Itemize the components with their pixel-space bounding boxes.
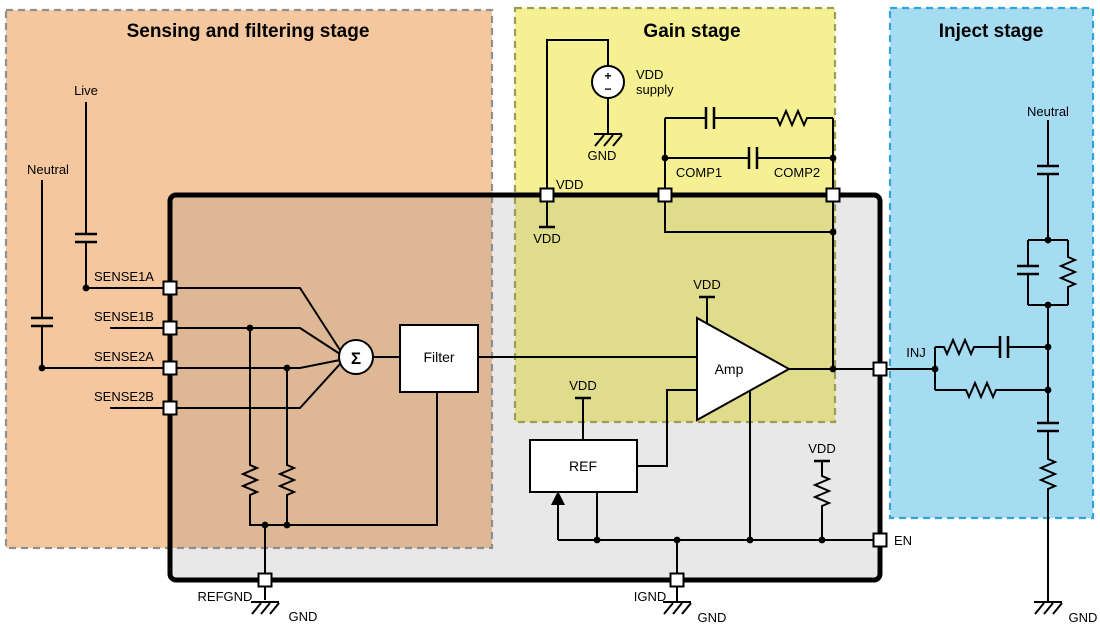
junction-dots [38, 154, 1052, 544]
inj-pin-label: INJ [906, 345, 926, 360]
gain-stage-border [513, 6, 837, 424]
vdd-rail-bars [539, 225, 830, 463]
ignd-gnd-label: GND [698, 610, 727, 625]
ref-enable-arrowhead [551, 491, 565, 505]
ignd-ground-icon [662, 601, 692, 615]
inject-ground-icon [1033, 601, 1063, 615]
sense1b-label: SENSE1B [94, 309, 154, 324]
pullup-vdd-label: VDD [808, 441, 835, 456]
ignd-pin-label: IGND [634, 589, 667, 604]
ref-block-label: REF [569, 458, 597, 474]
pin-sense1b [162, 320, 178, 336]
capacitors [31, 107, 1059, 433]
pin-sense2a [162, 360, 178, 376]
supply-gnd-label: GND [588, 148, 617, 163]
live-label: Live [74, 83, 98, 98]
en-pin-label: EN [894, 533, 912, 548]
sense2b-label: SENSE2B [94, 389, 154, 404]
inject-series-resistor [1038, 455, 1058, 493]
chip-pins [162, 187, 888, 588]
inject-gnd-label: GND [1069, 610, 1098, 625]
summing-node-label: Σ [351, 349, 361, 368]
neutral-right-label: Neutral [1027, 104, 1069, 119]
vdd-pin-label: VDD [556, 177, 583, 192]
amp-vdd-label: VDD [693, 277, 720, 292]
chip-body [170, 195, 880, 580]
supply-wires [546, 39, 609, 195]
sensing-stage-border [4, 8, 494, 550]
comp-series-resistor [773, 108, 811, 128]
comp1-pin-label: COMP1 [676, 165, 722, 180]
comp-parallel-capacitor [747, 147, 759, 169]
ref-to-amp-wire [637, 389, 697, 467]
inject-stage-title: Inject stage [939, 21, 1044, 42]
vdd-internal-label: VDD [533, 231, 560, 246]
refgnd-gnd-label: GND [289, 609, 318, 624]
comp-series-capacitor [704, 107, 716, 129]
vdd-supply-source [591, 65, 625, 99]
pin-sense2b [162, 400, 178, 416]
neutral-coupling-capacitor [31, 316, 53, 328]
gain-stage-title: Gain stage [643, 21, 740, 42]
inject-stage-border [888, 6, 1095, 520]
refgnd-pin-label: REFGND [198, 589, 253, 604]
sense-resistor-taps [249, 328, 288, 461]
pin-vdd [539, 187, 555, 203]
pin-refgnd [257, 572, 273, 588]
amp-block-label: Amp [715, 361, 744, 377]
filter-block-label: Filter [423, 349, 454, 365]
inject-parallel-resistor [1058, 253, 1078, 291]
sensing-stage-title: Sensing and filtering stage [127, 21, 370, 42]
neutral-left-label: Neutral [27, 162, 69, 177]
ref-block [529, 439, 638, 493]
filter-block [399, 324, 479, 393]
vdd-supply-label-line1: VDD [636, 67, 663, 82]
inject-bottom-resistor [962, 380, 1000, 400]
summing-node [338, 339, 374, 375]
gain-stage-area [515, 8, 835, 422]
resistors [240, 108, 1078, 510]
sense-resistor-2 [277, 461, 297, 499]
ref-vdd-label: VDD [569, 378, 596, 393]
inject-top-resistor [940, 337, 978, 357]
inject-neutral-capacitor [1037, 164, 1059, 176]
pin-en [872, 532, 888, 548]
inject-parallel-capacitor [1017, 264, 1039, 276]
amp-block [696, 316, 792, 422]
sense2a-label: SENSE2A [94, 349, 154, 364]
pin-sense1a [162, 280, 178, 296]
sense1a-label: SENSE1A [94, 269, 154, 284]
refgnd-ground-icon [250, 601, 280, 615]
sense-to-sum-wires [170, 287, 341, 409]
inject-series-capacitor [1037, 421, 1059, 433]
pin-inj [872, 361, 888, 377]
inject-top-capacitor [998, 336, 1010, 358]
pin-ignd [669, 572, 685, 588]
pin-comp1 [657, 187, 673, 203]
chip-border [167, 192, 883, 583]
inject-stage-area [890, 8, 1093, 518]
en-pullup-resistor [812, 472, 832, 510]
vdd-supply-label-line2: supply [636, 82, 674, 97]
pin-comp2 [825, 187, 841, 203]
supply-minus-sign: − [604, 82, 611, 96]
supply-plus-sign: + [604, 69, 611, 83]
sense-resistor-1 [240, 461, 260, 499]
comp-internal-wires [664, 195, 834, 369]
live-coupling-capacitor [75, 232, 97, 244]
comp2-pin-label: COMP2 [774, 165, 820, 180]
